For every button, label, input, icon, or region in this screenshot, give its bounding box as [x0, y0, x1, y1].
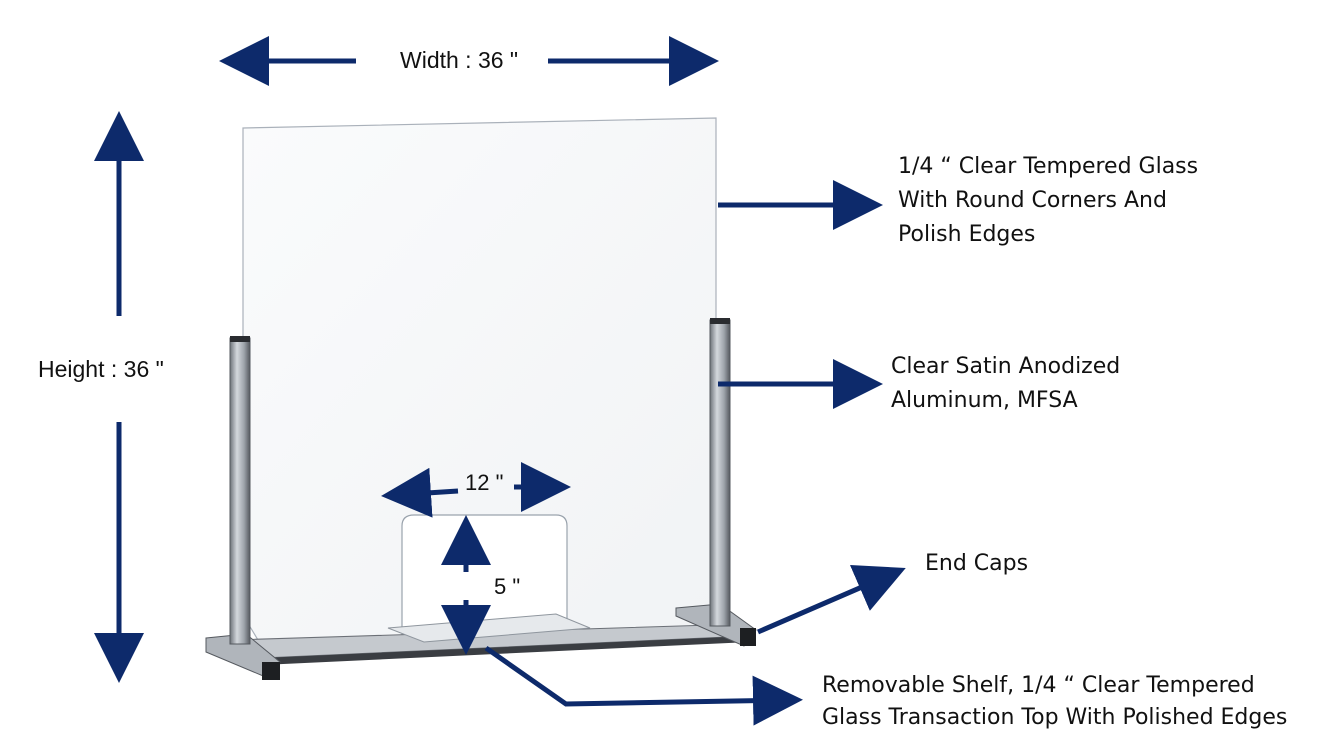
glass-callout-line: Polish Edges: [898, 222, 1036, 247]
opening-width-arrow-left: [381, 467, 459, 518]
shelf-callout: Removable Shelf, 1/4 “ Clear Tempered Gl…: [822, 670, 1287, 734]
end-caps-callout-arrow: [757, 564, 906, 635]
opening-height-label: 5 ": [494, 574, 521, 599]
width-label: Width : 36 ": [400, 47, 519, 73]
shelf-callout-arrow: [484, 645, 803, 726]
dimension-arrows: [94, 36, 719, 683]
shelf-callout-line: Glass Transaction Top With Polished Edge…: [822, 705, 1288, 730]
aluminum-callout-line: Aluminum, MFSA: [891, 388, 1078, 413]
height-label: Height : 36 ": [38, 356, 164, 382]
glass-callout: 1/4 “ Clear Tempered Glass With Round Co…: [898, 150, 1198, 252]
end-caps-callout-line: End Caps: [925, 551, 1029, 576]
left-post: [229, 336, 251, 645]
shelf-callout-line: Removable Shelf, 1/4 “ Clear Tempered: [822, 673, 1255, 698]
opening-width-label: 12 ": [465, 470, 504, 495]
right-post: [709, 318, 731, 627]
aluminum-callout-line: Clear Satin Anodized: [891, 354, 1121, 379]
callout-arrows: [484, 180, 906, 726]
glass-callout-line: With Round Corners And: [898, 188, 1167, 213]
aluminum-callout: Clear Satin Anodized Aluminum, MFSA: [891, 350, 1120, 418]
glass-callout-line: 1/4 “ Clear Tempered Glass: [898, 154, 1199, 179]
glass-panel: [242, 117, 717, 641]
end-caps-callout: End Caps: [925, 547, 1028, 581]
